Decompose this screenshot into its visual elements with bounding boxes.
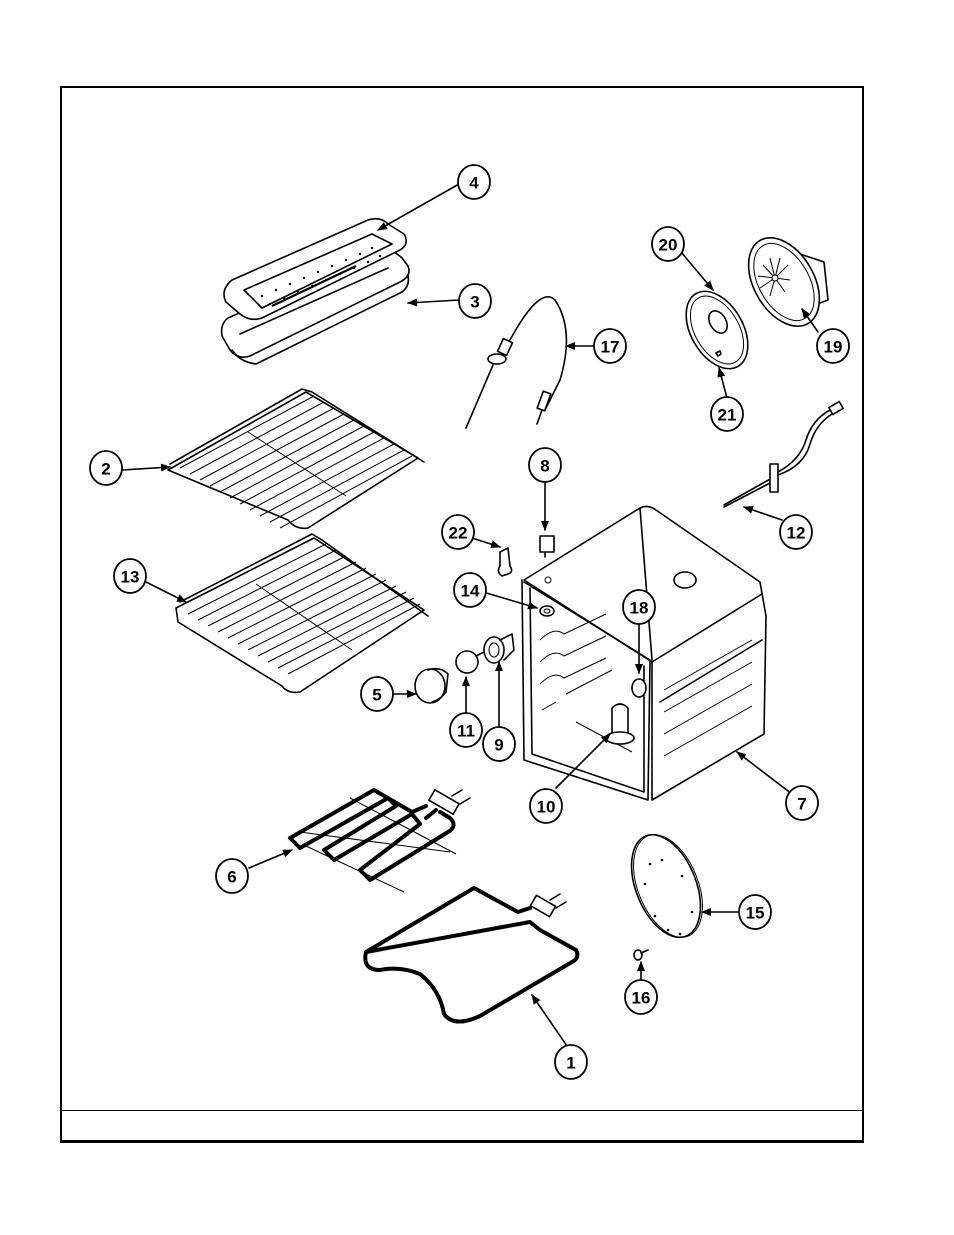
callout-number: 20 [659, 236, 678, 255]
callout-number: 17 [601, 338, 620, 357]
callout-number: 1 [566, 1054, 575, 1073]
offset-oven-rack-drawing [176, 534, 428, 692]
callout-7: 7 [786, 786, 818, 820]
callout-5: 5 [361, 677, 393, 711]
callout-22: 22 [442, 515, 474, 549]
callout-number: 13 [121, 568, 140, 587]
callout-number: 6 [227, 868, 236, 887]
broil-element-drawing [290, 790, 470, 892]
callout-number: 4 [469, 174, 479, 193]
callout-number: 11 [457, 722, 475, 741]
callout-9: 9 [483, 727, 515, 761]
callout-10: 10 [530, 789, 562, 823]
callout-13: 13 [114, 559, 146, 593]
grommet-drawing [540, 606, 554, 616]
callout-8: 8 [529, 448, 561, 482]
screw-drawing [634, 950, 648, 960]
callout-number: 14 [461, 582, 480, 601]
callout-15: 15 [739, 895, 771, 929]
callout-number: 19 [824, 338, 843, 357]
callout-number: 15 [746, 904, 765, 923]
fan-cover-plate-drawing [618, 825, 716, 948]
callout-14: 14 [454, 573, 486, 607]
thermal-switch-drawing [540, 536, 554, 557]
oven-rack-drawing [168, 389, 424, 528]
callout-16: 16 [625, 980, 657, 1014]
callout-3: 3 [459, 284, 491, 318]
callout-20: 20 [652, 227, 684, 261]
callout-number: 16 [632, 989, 651, 1008]
light-bulb-drawing [456, 651, 484, 673]
callout-number: 9 [494, 736, 503, 755]
clip-drawing [498, 548, 511, 576]
callout-number: 5 [372, 686, 381, 705]
oven-cavity-drawing [522, 506, 766, 800]
callout-17: 17 [594, 329, 626, 363]
bake-element-drawing [365, 888, 577, 1022]
callout-1: 1 [555, 1045, 587, 1079]
fan-motor-drawing [734, 225, 834, 338]
callout-4: 4 [458, 165, 490, 199]
callout-6: 6 [216, 859, 248, 893]
light-lens-cover-drawing [415, 669, 448, 703]
callout-11: 11 [450, 713, 482, 747]
callout-number: 18 [630, 599, 649, 618]
fan-baffle-drawing [673, 281, 760, 380]
callout-19: 19 [817, 329, 849, 363]
callout-number: 8 [540, 457, 549, 476]
callout-number: 21 [718, 406, 737, 425]
light-socket-drawing [484, 634, 514, 663]
callout-number: 10 [537, 798, 556, 817]
callout-12: 12 [780, 515, 812, 549]
callout-21: 21 [711, 397, 743, 431]
callout-number: 7 [797, 795, 806, 814]
callout-18: 18 [623, 590, 655, 624]
callout-number: 3 [470, 293, 479, 312]
callout-number: 12 [787, 524, 806, 543]
callout-number: 2 [101, 460, 110, 479]
callout-2: 2 [90, 451, 122, 485]
callout-number: 22 [449, 524, 468, 543]
